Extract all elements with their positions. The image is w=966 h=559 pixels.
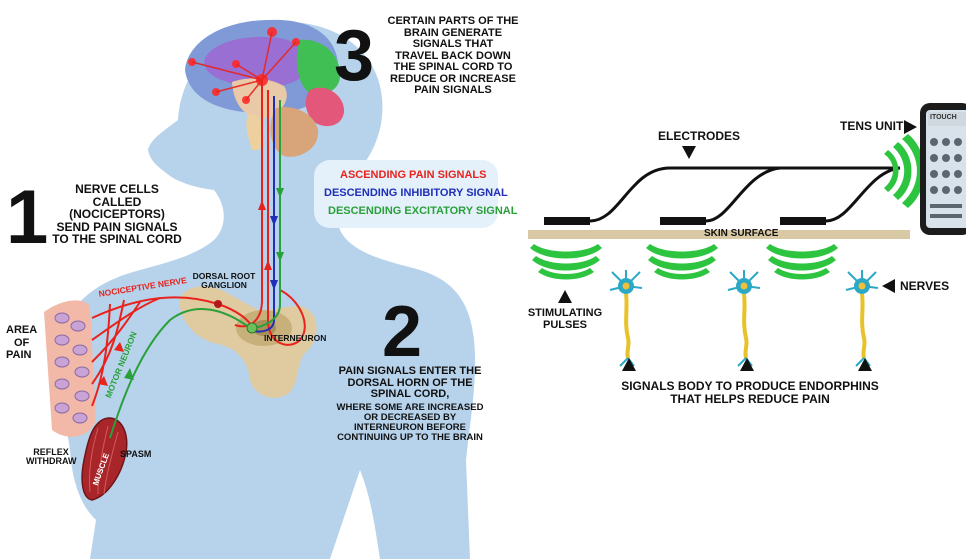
- skin-surface-label: SKIN SURFACE: [704, 229, 778, 240]
- nerves-arrow: [882, 279, 895, 293]
- electrode-2: [660, 217, 706, 225]
- reflex-withdraw-label: REFLEX WITHDRAW: [26, 448, 76, 467]
- step1-text: NERVE CELLS CALLED (NOCICEPTORS) SEND PA…: [32, 183, 202, 246]
- stimulating-pulses-label: STIMULATING PULSES: [522, 308, 608, 331]
- electrodes-arrow: [682, 146, 696, 159]
- legend: ASCENDING PAIN SIGNALS DESCENDING INHIBI…: [314, 160, 498, 228]
- electrode-wires: [590, 168, 900, 221]
- spasm-label: SPASM: [120, 450, 151, 459]
- electrode-3: [780, 217, 826, 225]
- neuron-arrow-2: [740, 358, 754, 371]
- step2-text: PAIN SIGNALS ENTER THE DORSAL HORN OF TH…: [318, 366, 502, 443]
- electrodes-label: ELECTRODES: [658, 130, 740, 143]
- legend-ascending: ASCENDING PAIN SIGNALS: [340, 169, 486, 181]
- legend-inhibitory: DESCENDING INHIBITORY SIGNAL: [324, 187, 508, 199]
- legend-excitatory: DESCENDING EXCITATORY SIGNAL: [328, 205, 517, 217]
- area-of-pain-label: AREA OF PAIN: [6, 324, 37, 362]
- endorphins-label: SIGNALS BODY TO PRODUCE ENDORPHINS THAT …: [600, 380, 900, 405]
- step3-number: 3: [334, 20, 374, 92]
- nerves-label: NERVES: [900, 280, 949, 293]
- step2-number: 2: [382, 296, 422, 368]
- neuron-arrow-1: [622, 358, 636, 371]
- tens-screen-text: iTOUCH: [930, 114, 957, 121]
- tens-unit-arrow: [904, 120, 917, 134]
- stimulating-pulses: [530, 244, 838, 280]
- tens-unit-label: TENS UNIT: [840, 120, 903, 133]
- neurons: [610, 270, 878, 366]
- electrode-1: [544, 217, 590, 225]
- step3-text: CERTAIN PARTS OF THE BRAIN GENERATE SIGN…: [376, 16, 530, 97]
- tens-device: [920, 103, 966, 235]
- stimulating-pulses-arrow: [558, 290, 572, 303]
- neuron-arrow-3: [858, 358, 872, 371]
- interneuron-label: INTERNEURON: [264, 334, 326, 343]
- dorsal-root-ganglion-label: DORSAL ROOT GANGLION: [188, 272, 260, 290]
